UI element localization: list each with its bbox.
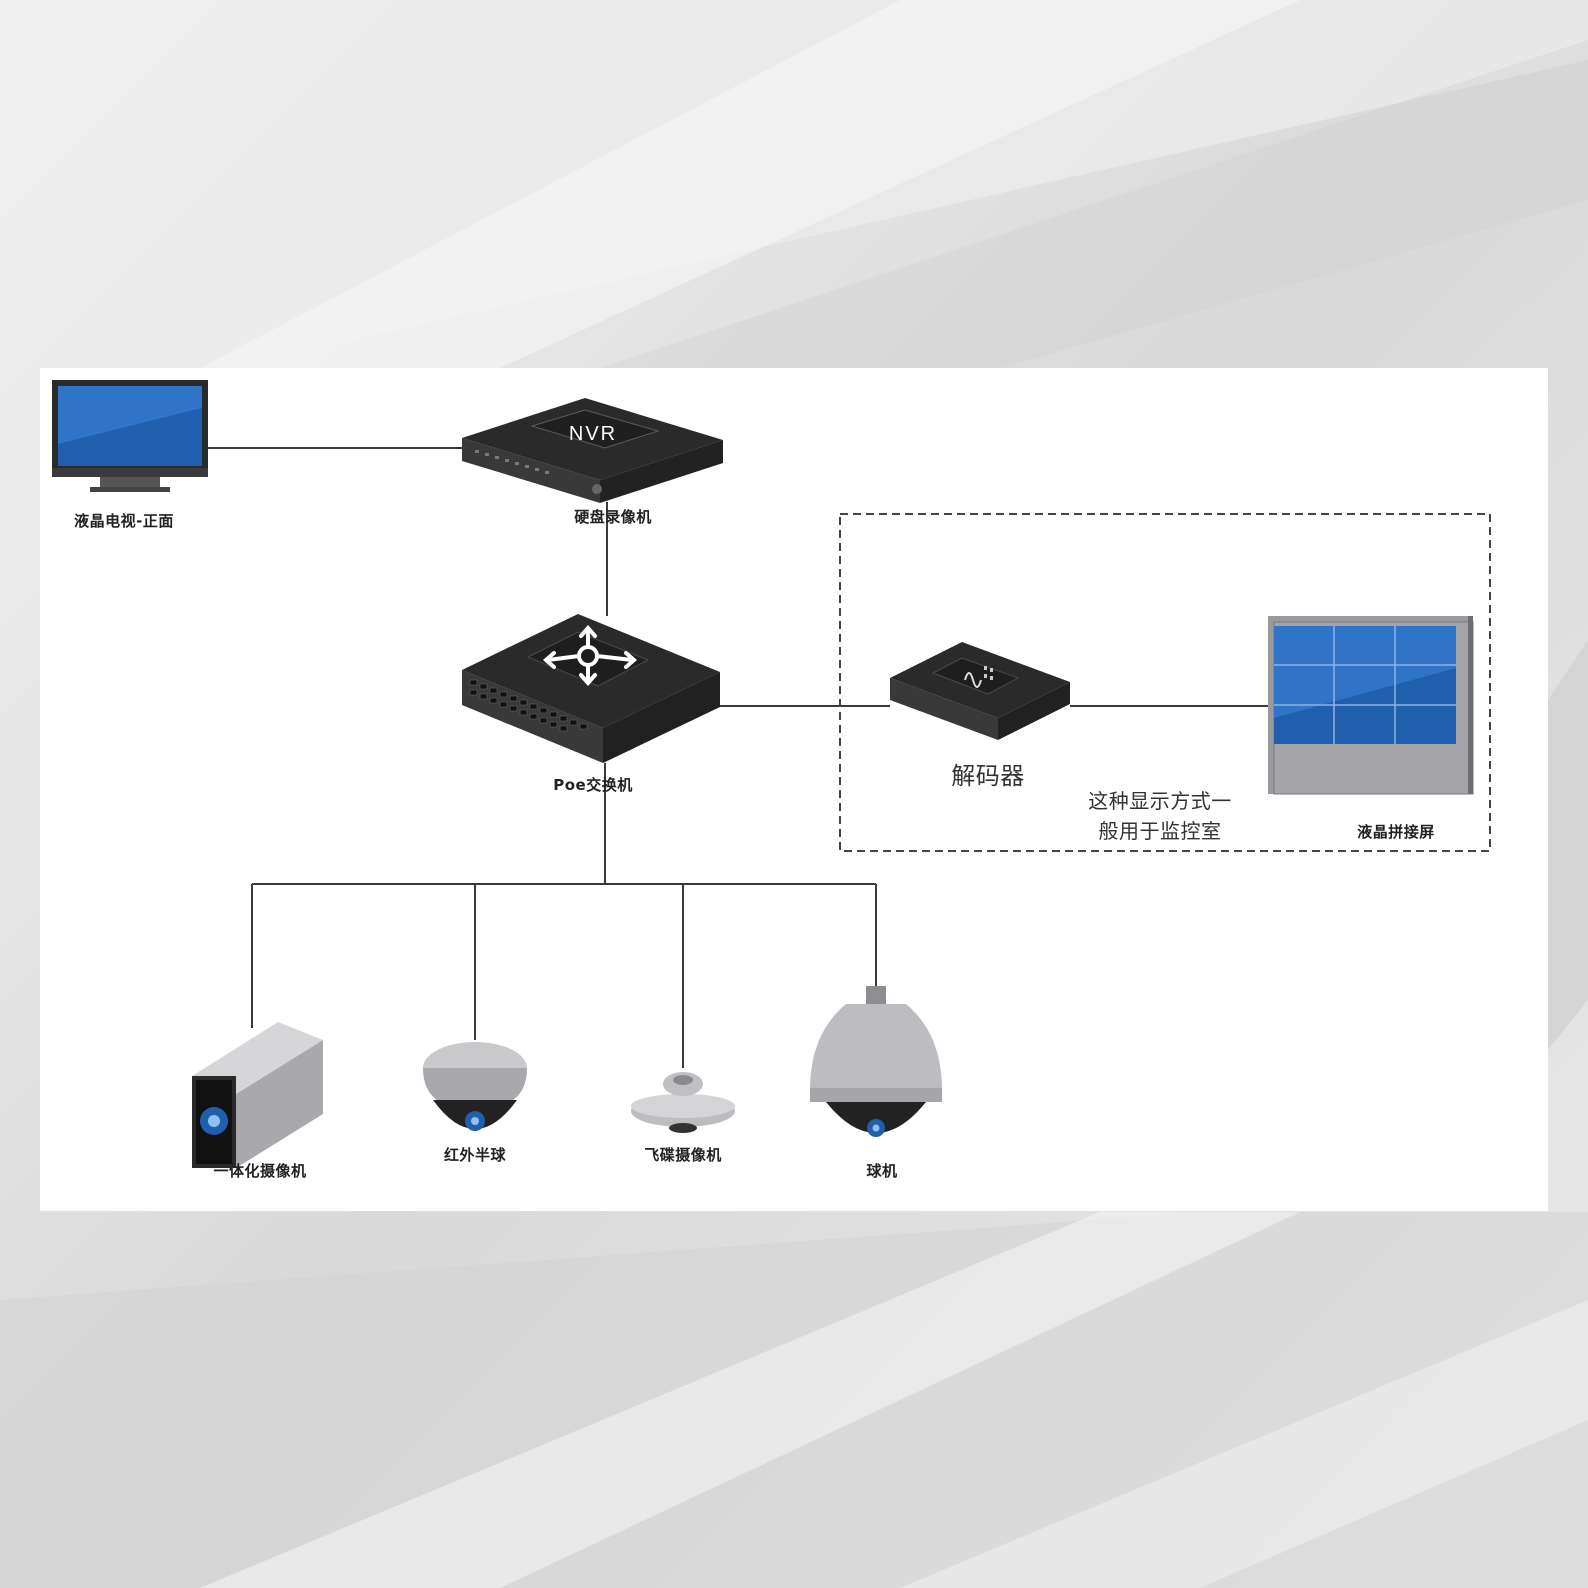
nvr-badge: NVR (569, 423, 617, 445)
diagram-panel: NVR (40, 368, 1548, 1211)
monitoring-note: 这种显示方式一 般用于监控室 (1088, 786, 1232, 846)
camera-label: 红外半球 (443, 1146, 507, 1164)
poe-switch-label: Poe交换机 (553, 776, 633, 794)
video-wall-icon (1268, 616, 1474, 795)
lcd-tv-label: 液晶电视-正面 (74, 512, 174, 530)
box-camera-icon (192, 1022, 323, 1168)
decoder-icon (890, 642, 1070, 740)
decoder-label: 解码器 (951, 762, 1025, 790)
infrared-dome-camera-icon (423, 1042, 527, 1131)
network-diagram: NVR (52, 380, 1491, 1168)
monitoring-room-region (839, 513, 1491, 852)
video-wall-label: 液晶拼接屏 (1357, 823, 1435, 841)
camera-label: 球机 (866, 1162, 898, 1180)
nvr-icon (462, 398, 723, 503)
poe-switch-icon (462, 614, 720, 763)
camera-label: 飞碟摄像机 (644, 1146, 722, 1164)
switch-arrows-icon (542, 624, 638, 687)
lcd-tv-icon (52, 380, 208, 492)
monitoring-note-line1: 这种显示方式一 (1088, 789, 1232, 813)
nvr-label: 硬盘录像机 (574, 508, 652, 526)
camera-label: 一体化摄像机 (213, 1162, 307, 1180)
connection-lines (208, 447, 1268, 1068)
ufo-camera-icon (631, 1072, 735, 1133)
monitoring-note-line2: 般用于监控室 (1098, 819, 1222, 843)
speed-dome-camera-icon (810, 986, 942, 1137)
